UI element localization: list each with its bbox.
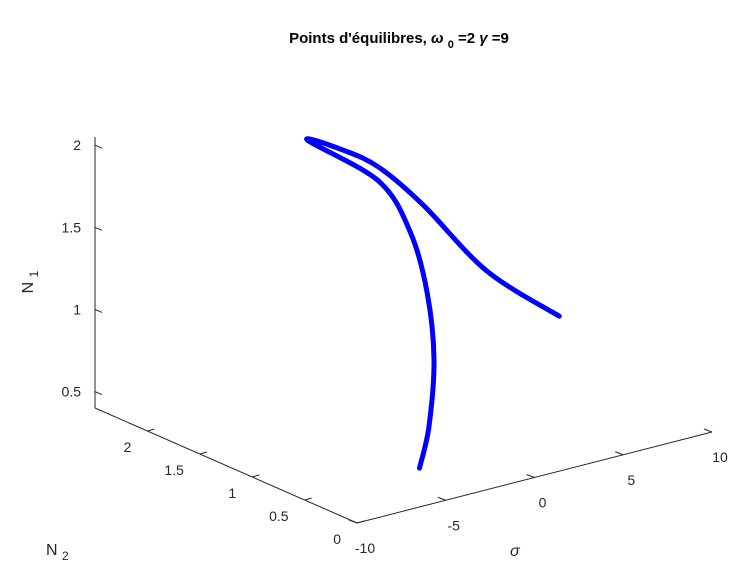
title-omega: ω [431, 30, 444, 47]
title-gamma-value: =9 [492, 30, 509, 47]
x-axis-label: σ [510, 543, 521, 560]
y-tick-mark [147, 428, 155, 432]
y-tick-mark [252, 474, 260, 478]
z-tick-mark [94, 308, 103, 313]
y-tick-label: 0.5 [269, 508, 289, 524]
ticks-layer: 0.5 1 1.5 2 0 0.5 1 1.5 2 -10 -5 0 5 10 [62, 137, 728, 556]
x-tick-mark [703, 428, 713, 433]
x-tick-label: -5 [448, 517, 461, 533]
z-tick-label: 1.5 [62, 219, 82, 235]
title-omega-value: =2 [458, 30, 479, 47]
z-tick-mark [94, 226, 103, 231]
x-tick-mark [526, 474, 535, 478]
y-axis-line [94, 407, 358, 524]
x-tick-mark [615, 451, 624, 456]
y-tick-mark [199, 451, 207, 455]
z-axis-label: N 1 [20, 270, 41, 293]
y-tick-label: 1.5 [164, 462, 184, 478]
chart-title: Points d'équilibres, ω 0 =2 γ =9 [289, 30, 509, 52]
z-tick-label: 0.5 [62, 384, 82, 400]
title-omega-subscript: 0 [448, 39, 454, 51]
z-tick-mark [94, 144, 103, 149]
x-tick-label: 0 [539, 495, 547, 511]
z-tick-label: 2 [73, 137, 81, 153]
title-prefix: Points d'équilibres, [289, 30, 431, 47]
title-gamma: γ [479, 30, 489, 47]
x-tick-label: 5 [627, 472, 635, 488]
x-tick-label: -10 [355, 540, 375, 556]
y-axis-label-subscript: 2 [62, 549, 69, 562]
series-line [304, 136, 562, 471]
z-tick-label: 1 [73, 301, 81, 317]
axes-layer [94, 137, 713, 524]
z-tick-mark [94, 391, 103, 396]
y-tick-label: 1 [228, 485, 236, 501]
y-tick-label: 0 [333, 531, 341, 547]
z-axis-label-subscript: 1 [27, 270, 41, 277]
x-tick-mark [437, 496, 446, 501]
z-axis-label-main: N [20, 282, 37, 294]
series-layer [304, 136, 562, 471]
y-tick-mark [356, 520, 365, 524]
y-tick-mark [304, 497, 312, 501]
y-axis-label: N 2 [46, 542, 69, 562]
y-axis-label-main: N [46, 542, 58, 559]
y-tick-label: 2 [124, 439, 132, 455]
x-tick-label: 10 [712, 449, 728, 465]
x-tick-mark [348, 519, 358, 524]
